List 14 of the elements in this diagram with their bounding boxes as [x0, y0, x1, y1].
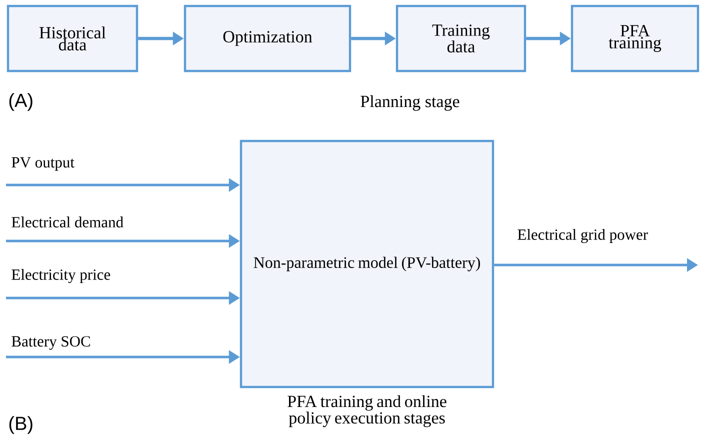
edge-label: Electricity price [10, 268, 112, 284]
process-box: Optimization [184, 4, 352, 72]
panel-label: (A) [9, 93, 32, 111]
node-label: PFA training and online policy execution stages [288, 395, 446, 428]
edge-label: Electrical grid power [516, 228, 650, 244]
edge-label: Electrical demand [10, 216, 125, 228]
process-box: Non-parametric model (PV-battery) [240, 140, 494, 388]
process-box: Historical data [6, 4, 138, 72]
panel-label: (B) [9, 416, 32, 434]
stage-label: Planning stage [360, 95, 460, 111]
process-box: PFA training [570, 4, 700, 72]
edge-label: Battery SOC [10, 335, 92, 351]
edge-label: PV output [10, 156, 76, 172]
process-box: Training data [396, 4, 526, 72]
